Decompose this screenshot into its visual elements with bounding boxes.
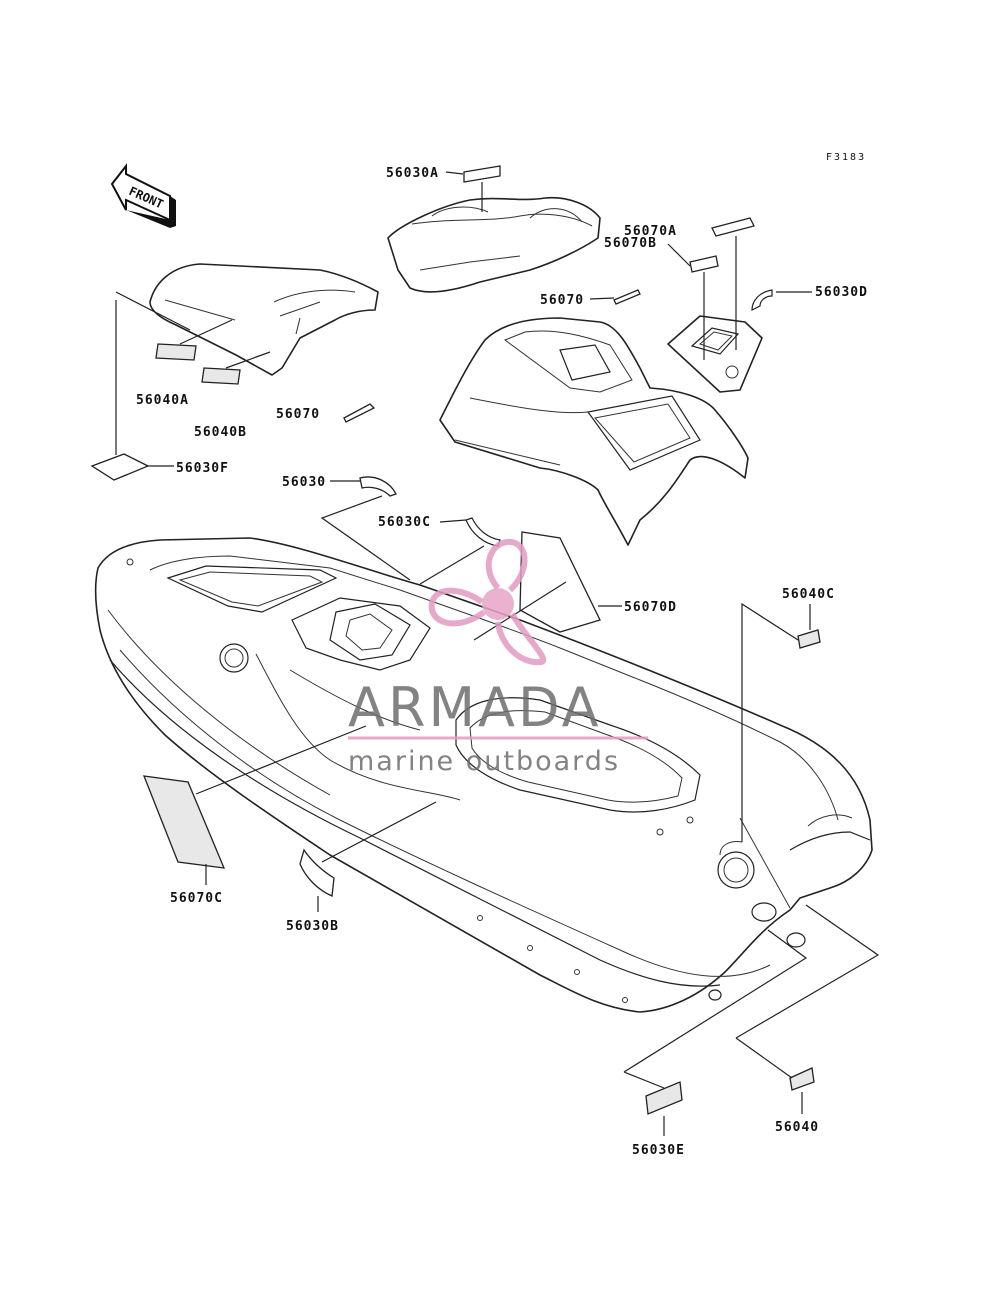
- decal-56040a: [155, 343, 197, 361]
- label-56030c: 56030C: [378, 515, 431, 530]
- label-56040c: 56040C: [782, 587, 835, 602]
- top-cowl: [387, 196, 601, 293]
- decal-56070d: [519, 531, 601, 633]
- label-56070d: 56070D: [624, 600, 677, 615]
- decal-56030b: [299, 848, 335, 897]
- label-56070b: 56070B: [604, 236, 657, 251]
- decal-56070a: [711, 217, 755, 237]
- label-56030d: 56030D: [815, 285, 868, 300]
- decal-56030: [359, 476, 397, 497]
- front-arrow-icon: FRONT: [110, 163, 176, 228]
- label-56040: 56040: [775, 1120, 819, 1135]
- decal-56040c: [797, 629, 821, 649]
- label-56070c: 56070C: [170, 891, 223, 906]
- label-56070: 56070: [540, 293, 584, 308]
- decal-56040b: [201, 367, 241, 385]
- label-56070a: 56070A: [624, 224, 677, 239]
- figure-reference: F3183: [826, 152, 866, 163]
- label-56030e: 56030E: [632, 1143, 685, 1158]
- decal-56070-middle: [343, 403, 376, 423]
- main-hull: [94, 537, 873, 1013]
- label-56030: 56030: [282, 475, 326, 490]
- label-56070-middle: 56070: [276, 407, 320, 422]
- decal-56070c: [142, 775, 226, 869]
- label-56040a: 56040A: [136, 393, 189, 408]
- label-56030b: 56030B: [286, 919, 339, 934]
- left-seat-cover: [149, 263, 379, 376]
- decal-56030e: [645, 1081, 683, 1115]
- inspection-lid: [667, 315, 763, 393]
- decal-56070-upper: [613, 289, 641, 305]
- decal-56030a: [463, 165, 501, 183]
- middle-deck: [439, 317, 749, 546]
- label-56030f: 56030F: [176, 461, 229, 476]
- watermark-brand: ARMADA: [348, 676, 602, 739]
- decal-56070b: [689, 255, 719, 273]
- propeller-logo-icon: [428, 538, 547, 666]
- label-56040b: 56040B: [194, 425, 247, 440]
- decal-56030d: [751, 289, 773, 311]
- watermark-tagline: marine outboards: [348, 746, 620, 777]
- decal-56040: [789, 1067, 815, 1091]
- watermark: ARMADA marine outboards: [348, 538, 648, 777]
- decal-56030f: [90, 453, 150, 481]
- label-56030a: 56030A: [386, 166, 439, 181]
- decal-56030c: [465, 517, 501, 547]
